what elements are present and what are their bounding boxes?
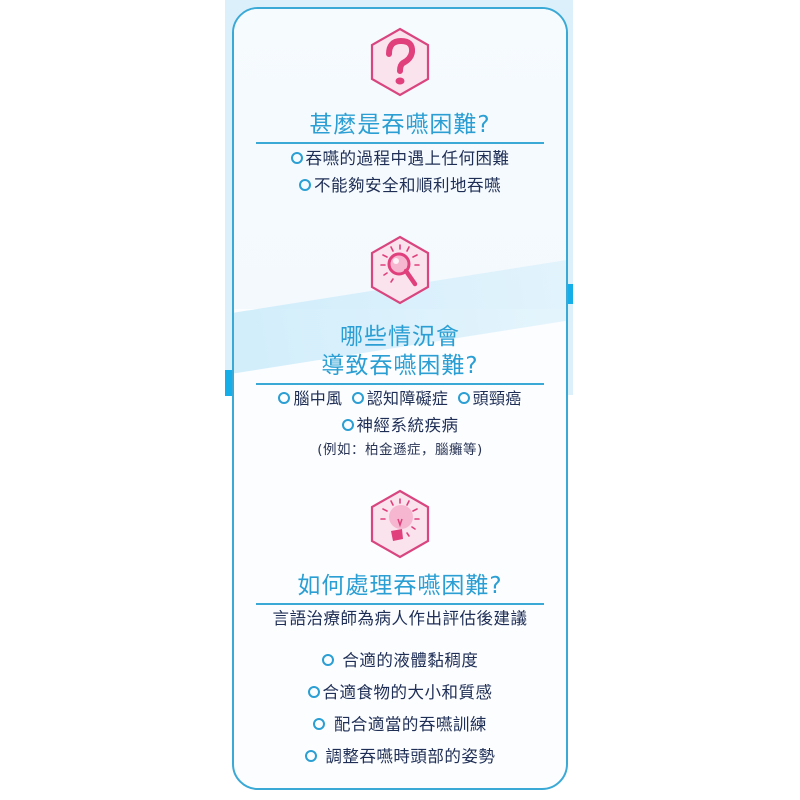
bullet-circle-icon <box>290 151 303 164</box>
bullet-circle-icon <box>278 391 291 404</box>
list-item: 合適的液體黏稠度 <box>234 650 566 672</box>
cause-head-neck-cancer: 頭頸癌 <box>472 389 522 408</box>
section-2-divider <box>256 383 544 385</box>
bullet-circle-icon <box>457 391 470 404</box>
section-2-title-line-1: 哪些情況會 <box>340 324 460 350</box>
list-item: 調整吞嚥時頭部的姿勢 <box>234 746 566 768</box>
bullet-circle-icon <box>321 653 334 666</box>
bullet-circle-icon <box>351 391 364 404</box>
section-3-subtitle: 言語治療師為病人作出評估後建議 <box>272 609 528 628</box>
magnifier-icon <box>370 235 430 305</box>
section-2-title-line-2: 導致吞嚥困難? <box>321 353 479 379</box>
info-card: 甚麼是吞嚥困難? 吞嚥的過程中遇上任何困難 不能夠安全和順利地吞嚥 哪些情況會 … <box>232 7 568 790</box>
section-1-divider <box>256 142 544 144</box>
bullet-circle-icon <box>307 685 320 698</box>
cause-dementia: 認知障礙症 <box>366 389 449 408</box>
bullet-circle-icon <box>304 749 317 762</box>
list-item: 配合適當的吞嚥訓練 <box>234 714 566 736</box>
lightbulb-icon <box>370 489 430 559</box>
decorative-tab-right <box>566 284 573 304</box>
list-item: 吞嚥的過程中遇上任何困難 <box>234 148 566 170</box>
list-item: 神經系統疾病 <box>234 415 566 437</box>
bullet-circle-icon <box>299 178 311 191</box>
bullet-circle-icon <box>341 418 354 431</box>
question-mark-icon <box>370 27 430 97</box>
list-item: 合適食物的大小和質感 <box>234 682 566 704</box>
causes-row: 腦中風 認知障礙症 頭頸癌 <box>234 388 566 410</box>
decorative-tab-left <box>225 370 233 396</box>
section-1-title: 甚麼是吞嚥困難? <box>309 112 491 138</box>
cause-stroke: 腦中風 <box>293 389 343 408</box>
section-3-divider <box>256 603 544 605</box>
list-item: 不能夠安全和順利地吞嚥 <box>234 175 566 197</box>
bullet-circle-icon <box>313 717 326 730</box>
causes-note: (例如：柏金遜症，腦癱等) <box>317 442 483 458</box>
section-3-title: 如何處理吞嚥困難? <box>297 573 503 599</box>
